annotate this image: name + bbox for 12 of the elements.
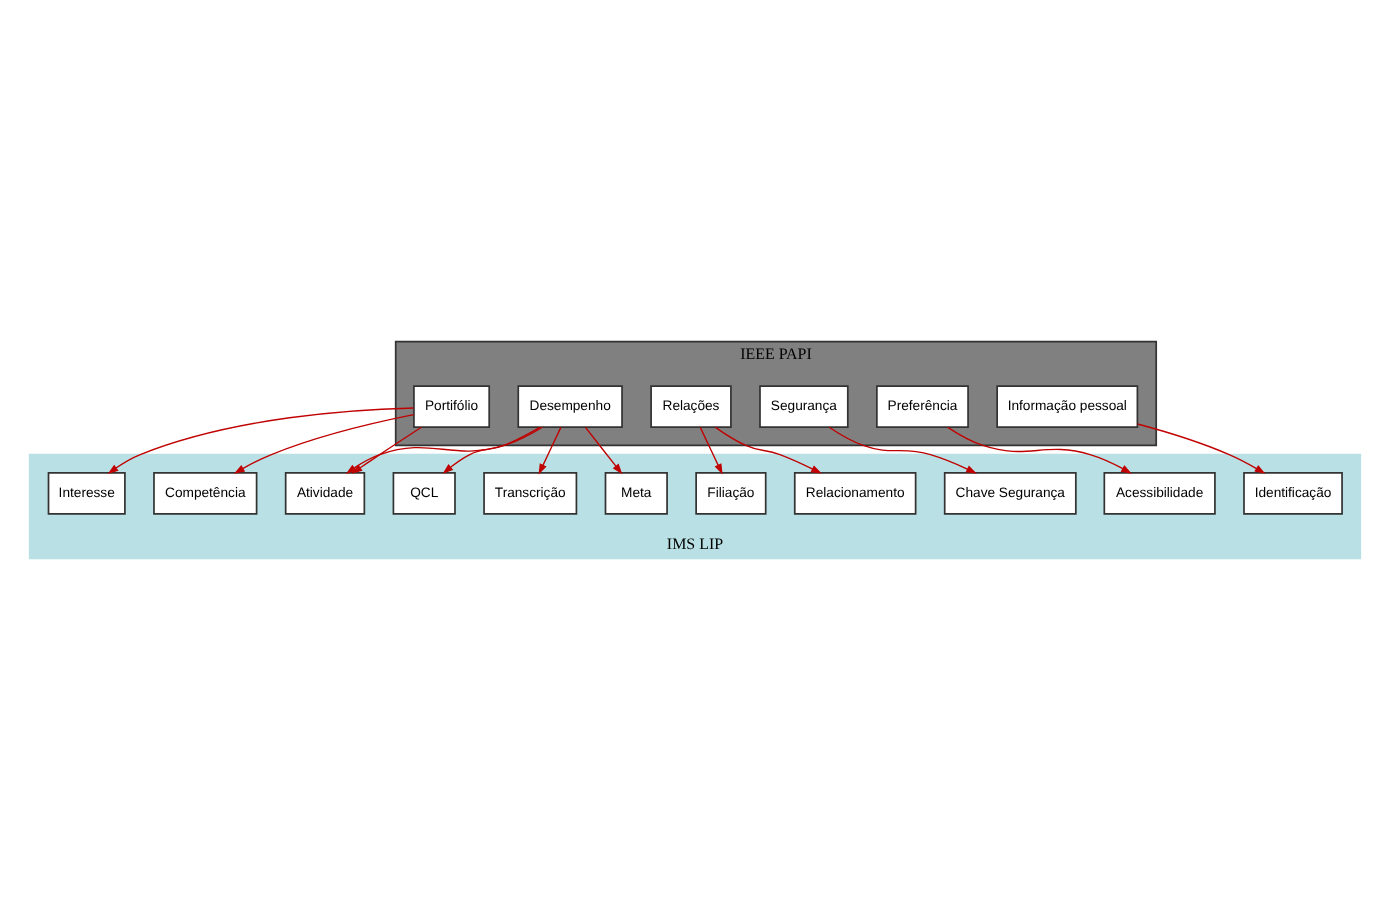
arrow: [345, 426, 544, 474]
arrow: [584, 426, 623, 475]
arrow: [538, 426, 562, 475]
arrow: [947, 426, 1132, 474]
arrow: [107, 407, 415, 474]
arrow: [233, 413, 415, 474]
arrow: [828, 426, 977, 474]
arrow: [442, 426, 541, 474]
arrow: [351, 426, 423, 474]
arrow: [699, 426, 723, 475]
arrow: [1136, 423, 1266, 474]
arrow: [714, 426, 822, 474]
